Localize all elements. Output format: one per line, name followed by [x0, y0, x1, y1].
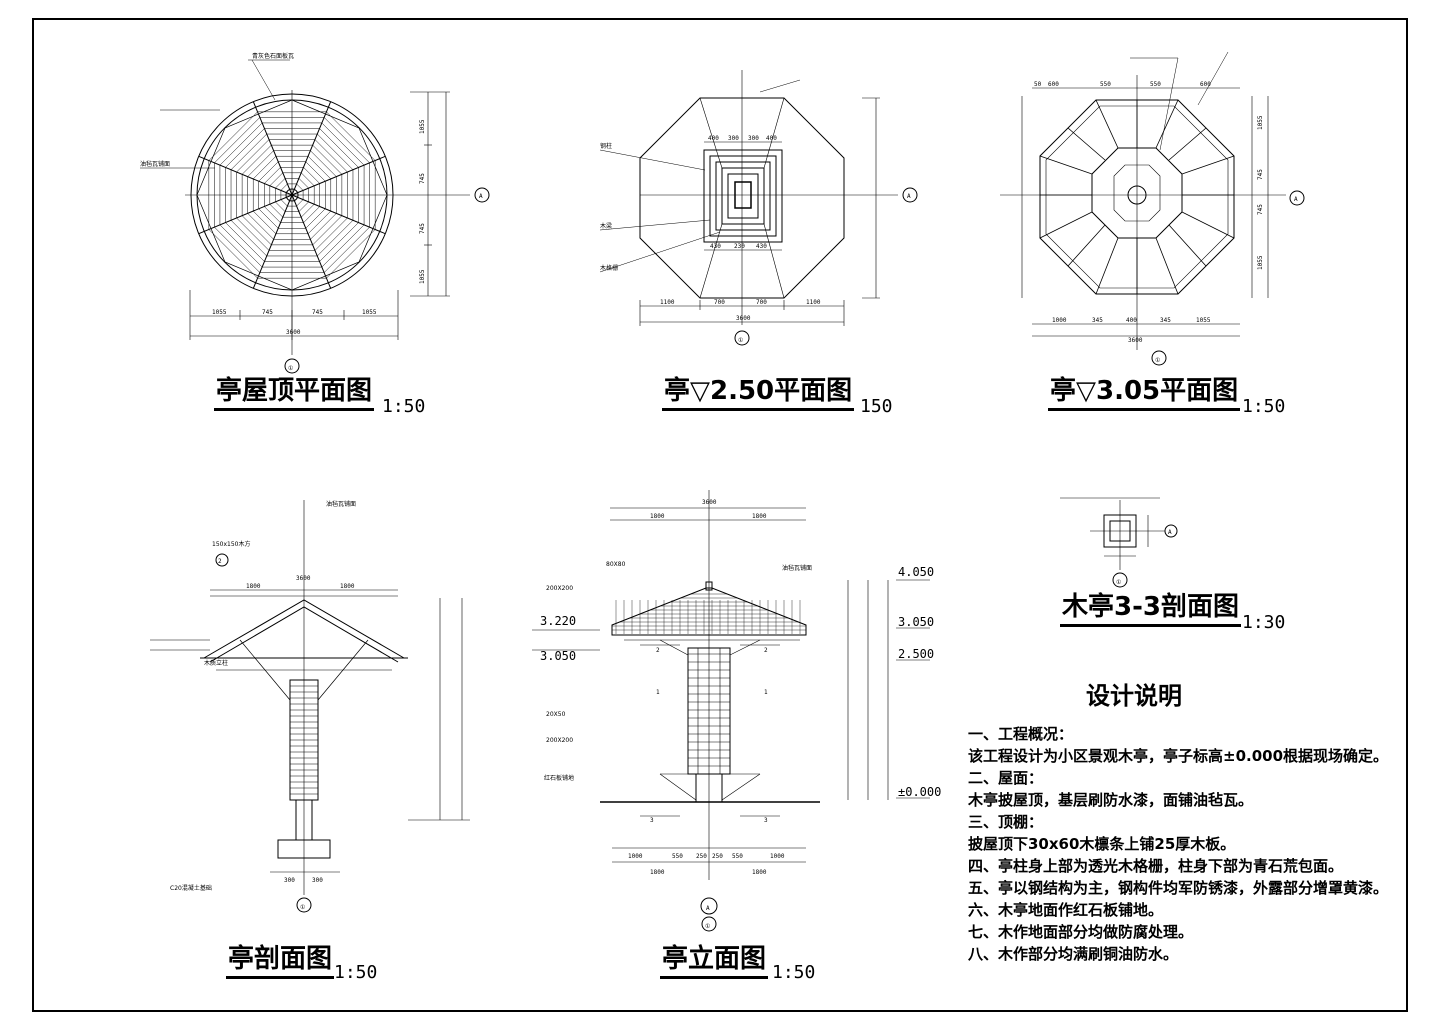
- roof-hatch-line: [305, 161, 326, 182]
- roof-hatch-line: [258, 161, 279, 182]
- notes-line: 六、木亭地面作红石板铺地。: [968, 901, 1164, 919]
- roof-hatch-line: [219, 224, 263, 268]
- roof-hatch-line: [264, 206, 281, 223]
- roof-spoke: [291, 101, 332, 196]
- section33-scale: 1:30: [1242, 612, 1286, 633]
- roof-hatch-line: [230, 133, 267, 170]
- section-drawing: [150, 500, 470, 913]
- roof-hatch-line: [247, 150, 274, 177]
- roof-hatch-line: [307, 210, 331, 234]
- notes-line: 三、顶棚：: [968, 813, 1044, 831]
- roof-plan-scale: 1:50: [382, 396, 426, 417]
- roof-hatch-line: [326, 111, 376, 161]
- roof-hatch-line: [247, 213, 274, 240]
- design-notes: 设计说明 一、工程概况： 该工程设计为小区景观木亭，亭子标高±0.000根据现场…: [968, 676, 1408, 965]
- notes-line: 二、屋面：: [968, 769, 1044, 787]
- elevation-drawing: [532, 490, 930, 932]
- roof-hatch-line: [301, 172, 315, 186]
- roof-hatch-line: [269, 204, 283, 218]
- roof-hatch-line: [326, 229, 376, 279]
- notes-line: 七、木作地面部分均做防腐处理。: [968, 923, 1194, 941]
- roof-hatch-line: [236, 139, 270, 173]
- roof-hatch-line: [317, 133, 354, 170]
- roof-spoke: [291, 194, 386, 235]
- plan-305-drawing: [1000, 51, 1305, 366]
- elevation-scale: 1:50: [772, 962, 816, 983]
- elevation-title: 亭立面图: [660, 944, 769, 979]
- roof-spoke: [252, 101, 293, 196]
- roof-spoke: [252, 194, 293, 289]
- roof-hatch-line: [230, 220, 267, 257]
- roof-hatch-line: [219, 122, 263, 166]
- roof-hatch-line: [241, 215, 272, 246]
- roof-spoke: [291, 194, 332, 289]
- roof-hatch-line: [319, 128, 359, 168]
- notes-line: 该工程设计为小区景观木亭，亭子标高±0.000根据现场确定。: [968, 747, 1389, 765]
- roof-hatch-line: [280, 183, 288, 191]
- plan-250-title: 亭▽2.50平面图: [662, 376, 855, 411]
- roof-hatch-line: [321, 224, 365, 268]
- notes-line: 八、木作部分均满刷铜油防水。: [968, 945, 1179, 963]
- roof-hatch-line: [275, 201, 286, 212]
- roof-hatch-line: [312, 144, 343, 175]
- drawing-frame: [32, 18, 1408, 1012]
- section33-title: 木亭3-3剖面图: [1060, 592, 1241, 627]
- roof-hatch-line: [303, 206, 320, 223]
- roof-plan-drawing: [140, 59, 490, 374]
- roof-hatch-line: [303, 167, 320, 184]
- section-title: 亭剖面图: [226, 944, 335, 979]
- plan-250-drawing: [599, 70, 918, 346]
- notes-line: 五、亭以钢结构为主，钢构件均军防锈漆，外露部分增罩黄漆。: [968, 879, 1389, 897]
- roof-hatch-line: [312, 215, 343, 246]
- roof-plan-title: 亭屋顶平面图: [214, 376, 375, 411]
- roof-hatch-line: [323, 117, 370, 164]
- roof-hatch-line: [310, 150, 337, 177]
- roof-hatch-line: [269, 172, 283, 186]
- roof-hatch-line: [307, 156, 331, 180]
- roof-hatch-line: [253, 156, 277, 180]
- roof-hatch-line: [280, 199, 288, 207]
- roof-hatch-line: [208, 229, 258, 279]
- roof-hatch-line: [301, 204, 315, 218]
- roof-hatch-line: [214, 226, 261, 273]
- section33-drawing: [1060, 497, 1178, 588]
- roof-hatch-line: [253, 210, 277, 234]
- roof-hatch-line: [319, 222, 359, 262]
- roof-hatch-line: [296, 199, 304, 207]
- roof-hatch-line: [305, 208, 326, 229]
- roof-hatch-line: [214, 117, 261, 164]
- section-scale: 1:50: [334, 962, 378, 983]
- plan-305-scale: 1:50: [1242, 396, 1286, 417]
- notes-line: 一、工程概况：: [968, 725, 1074, 743]
- roof-hatch-line: [314, 217, 348, 251]
- notes-heading: 设计说明: [1086, 681, 1182, 710]
- roof-hatch-line: [258, 208, 279, 229]
- roof-spoke: [291, 155, 386, 196]
- roof-hatch-line: [208, 111, 258, 161]
- roof-hatch-line: [298, 178, 309, 189]
- roof-hatch-line: [296, 183, 304, 191]
- roof-hatch-line: [225, 222, 265, 262]
- plan-305-title: 亭▽3.05平面图: [1048, 376, 1241, 411]
- roof-spoke: [198, 155, 293, 196]
- notes-line: 四、亭柱身上部为透光木格栅，柱身下部为青石荒包面。: [968, 857, 1344, 875]
- roof-hatch-line: [225, 128, 265, 168]
- roof-hatch-line: [241, 144, 272, 175]
- notes-line: 木亭披屋顶，基层刷防水漆，面铺油毡瓦。: [968, 791, 1254, 809]
- roof-hatch-line: [321, 122, 365, 166]
- plan-250-scale: 150: [860, 396, 893, 417]
- roof-hatch-line: [275, 178, 286, 189]
- roof-hatch-line: [314, 139, 348, 173]
- roof-hatch-line: [264, 167, 281, 184]
- roof-hatch-line: [236, 217, 270, 251]
- roof-hatch-line: [317, 220, 354, 257]
- roof-hatch-line: [298, 201, 309, 212]
- roof-hatch-line: [323, 226, 370, 273]
- roof-spoke: [198, 194, 293, 235]
- roof-hatch-line: [310, 213, 337, 240]
- notes-line: 披屋顶下30x60木檩条上铺25厚木板。: [968, 835, 1236, 853]
